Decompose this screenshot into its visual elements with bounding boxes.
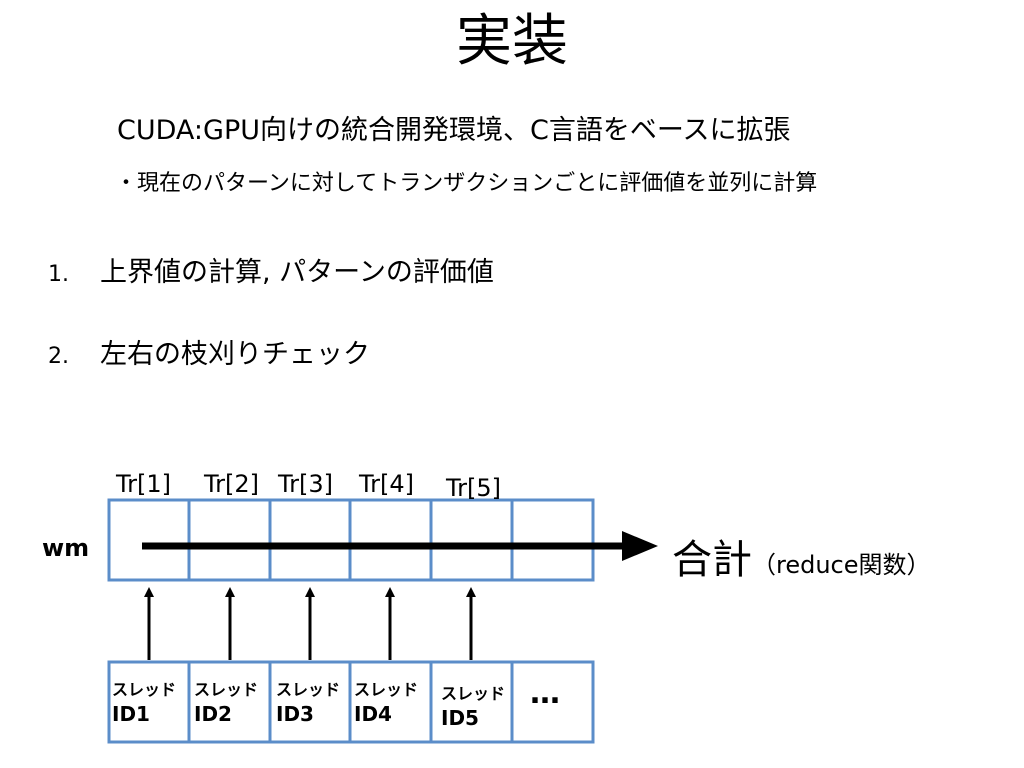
thread-box [429, 660, 514, 744]
thread-id: ID5 [441, 705, 479, 730]
wm-label: wm [42, 534, 90, 562]
sum-arrow [142, 531, 658, 561]
tr-label-4: Tr[4] [359, 470, 414, 498]
more-threads-ellipsis: … [530, 676, 563, 711]
slide-title: 実装 [456, 9, 568, 74]
tr-cell [107, 498, 191, 582]
list-number: 2. [48, 344, 69, 369]
reduce-text: （reduce関数） [752, 551, 931, 579]
tr-label-5: Tr[5] [446, 474, 501, 502]
tr-label-1: Tr[1] [116, 470, 171, 498]
thread-label-1: スレッド ID1 [112, 680, 176, 727]
thread-cells [107, 660, 595, 744]
list-text: 左右の枝刈りチェック [100, 339, 370, 370]
tr-label-3: Tr[3] [278, 470, 333, 498]
tr-cell [187, 498, 272, 582]
thread-arrows [144, 587, 476, 660]
sum-text: 合計 [672, 537, 752, 583]
tr-cell [268, 498, 352, 582]
thread-name: スレッド [276, 680, 341, 699]
thread-id: ID3 [276, 701, 314, 726]
list-item-2: 2. 左右の枝刈りチェック [48, 332, 370, 371]
thread-label-3: スレッド ID3 [276, 680, 340, 727]
slide-subtitle: CUDA:GPU向けの統合開発環境、C言語をベースに拡張 [117, 115, 791, 146]
list-text: 上界値の計算, パターンの評価値 [100, 257, 494, 288]
tr-cells [107, 498, 595, 582]
thread-id: ID1 [112, 701, 150, 726]
thread-box [510, 660, 595, 744]
list-number: 1. [48, 262, 69, 287]
thread-name: スレッド [194, 680, 259, 699]
tr-cell [510, 498, 595, 582]
thread-label-5: スレッド ID5 [441, 684, 505, 731]
thread-label-2: スレッド ID2 [194, 680, 258, 727]
tr-cell [429, 498, 514, 582]
tr-cell [348, 498, 433, 582]
thread-name: スレッド [354, 680, 419, 699]
list-item-1: 1. 上界値の計算, パターンの評価値 [48, 250, 494, 289]
thread-name: スレッド [112, 680, 177, 699]
bullet-text: ・現在のパターンに対してトランザクションごとに評価値を並列に計算 [115, 171, 818, 196]
thread-id: ID4 [354, 701, 392, 726]
tr-label-2: Tr[2] [204, 470, 259, 498]
sum-label: 合計（reduce関数） [672, 527, 931, 585]
thread-name: スレッド [441, 684, 506, 703]
thread-label-4: スレッド ID4 [354, 680, 418, 727]
thread-id: ID2 [194, 701, 232, 726]
